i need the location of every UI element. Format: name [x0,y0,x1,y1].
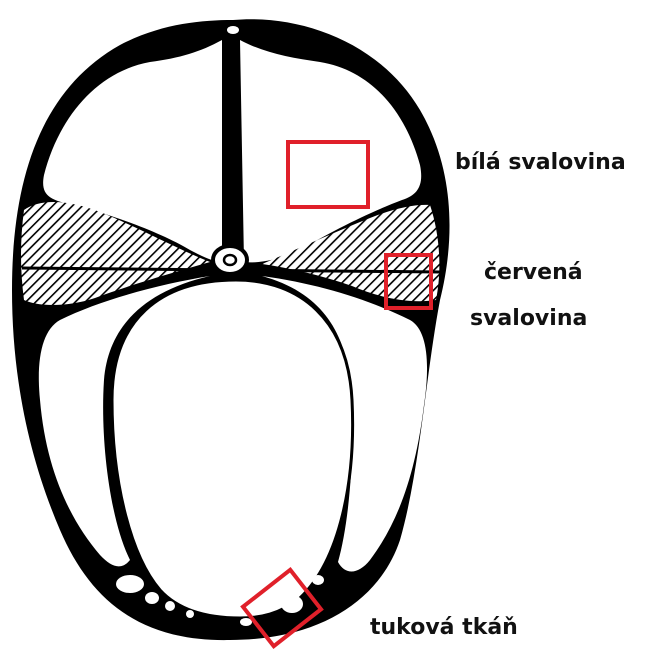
red-muscle-label-line1: červená [484,258,583,288]
fat-tissue-label: tuková tkáň [370,613,518,643]
white-muscle-label: bílá svalovina [455,148,626,178]
red-muscle-label-line2: svalovina [470,304,587,334]
body-cavity [112,280,353,618]
